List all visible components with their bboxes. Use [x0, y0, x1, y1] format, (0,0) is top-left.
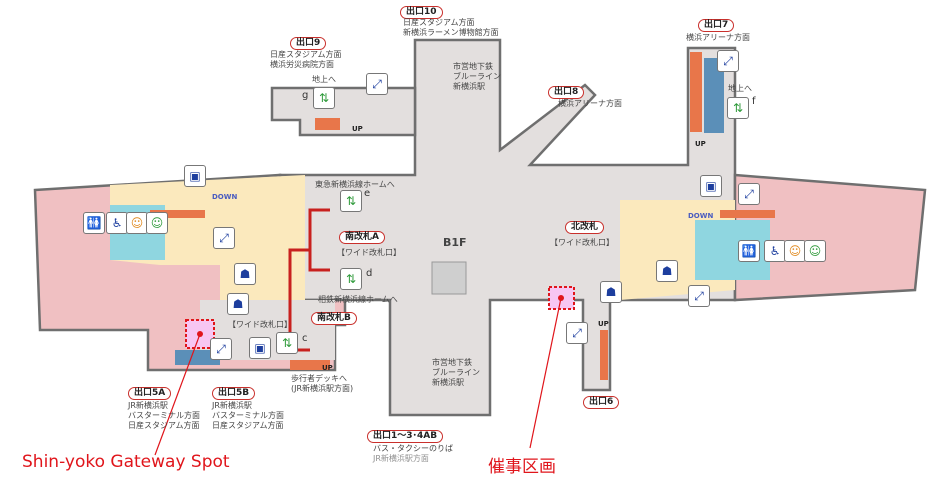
- exit1-dest-2: JR新横浜駅方面: [373, 454, 429, 463]
- exit9-up: UP: [352, 125, 363, 133]
- exit5a-stairs: [175, 350, 220, 365]
- south-gate-a-wide: 【ワイド改札口】: [337, 248, 401, 257]
- exit5a-dest-2: バスターミナル方面: [128, 411, 200, 420]
- exit9-label: 出口9: [290, 37, 327, 50]
- exit5b-escalator: [290, 360, 330, 370]
- exit6-label: 出口6: [583, 396, 620, 409]
- elevator-g-icon: ⇅: [313, 87, 335, 109]
- gateway-pointer: [154, 333, 201, 456]
- restroom-icon: 🚻: [738, 240, 760, 262]
- tokyu-platform-label: 東急新横浜線ホームへ: [315, 180, 395, 189]
- exit8-dest: 横浜アリーナ方面: [558, 99, 622, 108]
- accessible-icon: ♿: [764, 240, 786, 262]
- exit7-label: 出口7: [698, 19, 735, 32]
- exit5b-label: 出口5B: [212, 387, 256, 400]
- left-escalator: [150, 210, 205, 218]
- exit5b-up: UP: [322, 364, 333, 372]
- subway-top-3: 新横浜駅: [453, 82, 485, 91]
- south-gate-b: 南改札B: [311, 312, 357, 325]
- exit5a-dest-1: JR新横浜駅: [128, 401, 168, 410]
- restroom-icon: 🚻: [83, 212, 105, 234]
- exit7-dest: 横浜アリーナ方面: [686, 33, 750, 42]
- deck-label-2: (JR新横浜駅方面): [291, 384, 354, 393]
- escalator-icon: ⤢: [566, 322, 588, 344]
- elevator-c-icon: ⇅: [276, 332, 298, 354]
- ticket-office-icon: ☗: [600, 281, 622, 303]
- subway-bottom-3: 新横浜駅: [432, 378, 464, 387]
- exit1-dest-1: バス・タクシーのりば: [373, 444, 453, 453]
- elevator-e-icon: ⇅: [340, 190, 362, 212]
- ticket-office-icon: ☗: [234, 263, 256, 285]
- exit6-up: UP: [598, 320, 609, 328]
- exit8-label: 出口8: [548, 86, 585, 99]
- escalator-icon: ⤢: [688, 285, 710, 307]
- left-down: DOWN: [212, 193, 238, 201]
- escalator-icon: ⤢: [210, 338, 232, 360]
- exit7-escalator-up: [690, 52, 702, 132]
- exit10-label: 出口10: [400, 6, 443, 19]
- subway-bottom-1: 市営地下鉄: [432, 358, 472, 367]
- subway-top-2: ブルーライン: [453, 72, 501, 81]
- right-down: DOWN: [688, 212, 714, 220]
- subway-top-1: 市営地下鉄: [453, 62, 493, 71]
- ticket-office-icon: ☗: [227, 293, 249, 315]
- exit9-corridor: [270, 86, 417, 137]
- escalator-icon: ⤢: [717, 50, 739, 72]
- exit6-escalator: [600, 330, 608, 380]
- exit5a-label: 出口5A: [128, 387, 172, 400]
- family-restroom-icon: ☺: [784, 240, 806, 262]
- family-restroom-icon: ☺: [126, 212, 148, 234]
- sotetsu-platform-label: 相鉄新横浜線ホームへ: [318, 295, 398, 304]
- event-area-annotation: 催事区画: [488, 457, 556, 477]
- exit5b-dest-1: JR新横浜駅: [212, 401, 252, 410]
- elevator-d-icon: ⇅: [340, 268, 362, 290]
- exit9-to-ground: 地上へ: [312, 75, 336, 84]
- event-pointer: [529, 297, 562, 449]
- right-escalator: [720, 210, 775, 218]
- elevator-g-letter: g: [302, 90, 309, 101]
- exit5b-dest-2: バスターミナル方面: [212, 411, 284, 420]
- north-gate: 北改札: [565, 221, 605, 234]
- escalator-icon: ⤢: [738, 183, 760, 205]
- exit10-dest-1: 日産スタジアム方面: [403, 18, 475, 27]
- floor-label: B1F: [443, 236, 467, 249]
- ticket-office-icon: ☗: [656, 260, 678, 282]
- elevator-f-icon: ⇅: [727, 97, 749, 119]
- exit9-dest-2: 横浜労災病院方面: [270, 60, 334, 69]
- central-pillar: [431, 261, 467, 295]
- elevator-c-letter: c: [302, 333, 308, 344]
- escalator-icon: ⤢: [366, 73, 388, 95]
- gateway-spot-annotation: Shin-yoko Gateway Spot: [22, 452, 230, 472]
- ostomate-icon: ☺: [804, 240, 826, 262]
- ostomate-icon: ☺: [146, 212, 168, 234]
- north-gate-wide: 【ワイド改札口】: [550, 238, 614, 247]
- ticket-machine-icon: ▣: [700, 175, 722, 197]
- ticket-machine-icon: ▣: [184, 165, 206, 187]
- lower-left-hall: [200, 300, 335, 360]
- deck-label-1: 歩行者デッキへ: [291, 374, 347, 383]
- subway-bottom-2: ブルーライン: [432, 368, 480, 377]
- exit9-escalator: [315, 118, 340, 130]
- exit5a-dest-3: 日産スタジアム方面: [128, 421, 200, 430]
- exit5b-dest-3: 日産スタジアム方面: [212, 421, 284, 430]
- accessible-icon: ♿: [106, 212, 128, 234]
- elevator-d-letter: d: [366, 268, 373, 279]
- exit7-up: UP: [695, 140, 706, 148]
- escalator-icon: ⤢: [213, 227, 235, 249]
- exit10-dest-2: 新横浜ラーメン博物館方面: [403, 28, 499, 37]
- exit9-dest-1: 日産スタジアム方面: [270, 50, 342, 59]
- south-gate-a: 南改札A: [339, 231, 385, 244]
- ticket-machine-icon: ▣: [249, 337, 271, 359]
- elevator-f-letter: f: [752, 96, 756, 107]
- elevator-e-letter: e: [364, 188, 371, 199]
- exit1-label: 出口1～3･4AB: [367, 430, 444, 443]
- south-gate-b-wide: 【ワイド改札口】: [228, 320, 292, 329]
- exit7-stairs: [704, 58, 724, 133]
- exit7-to-ground: 地上へ: [728, 84, 752, 93]
